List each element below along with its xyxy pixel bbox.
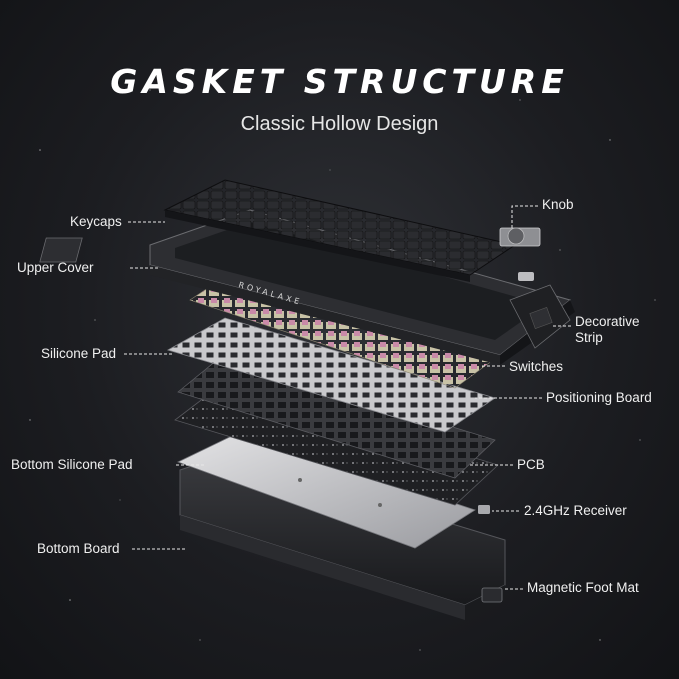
bottom-silicone-pad-label: Bottom Silicone Pad (11, 457, 133, 472)
bottom-board-label: Bottom Board (37, 541, 120, 556)
knob-label: Knob (542, 197, 574, 212)
upper-cover-layer: ROYALAXE (39, 209, 575, 365)
page-title: GASKET STRUCTURE (110, 62, 569, 101)
upper-cover-label: Upper Cover (17, 260, 94, 275)
leader-lines (124, 205, 571, 590)
bottom-silicone-pad-layer (176, 431, 476, 549)
positioning-board-label: Positioning Board (546, 390, 652, 405)
silicone-pad-label: Silicone Pad (41, 346, 117, 361)
keycaps-label: Keycaps (70, 214, 122, 229)
switches-label: Switches (509, 359, 564, 374)
pcb-label: PCB (517, 457, 545, 472)
decorative-strip-label: Decorative Strip (575, 314, 640, 345)
receiver-label: 2.4GHz Receiver (524, 503, 627, 518)
knob-part (499, 227, 541, 247)
magnetic-foot-mat-label: Magnetic Foot Mat (527, 580, 639, 595)
page-subtitle: Classic Hollow Design (240, 113, 439, 135)
decorative-strip-part (509, 284, 571, 349)
small-plug-part (518, 272, 534, 281)
magnetic-foot-mat-part (481, 587, 503, 603)
receiver-part (478, 505, 490, 514)
positioning-board-layer (177, 355, 496, 479)
